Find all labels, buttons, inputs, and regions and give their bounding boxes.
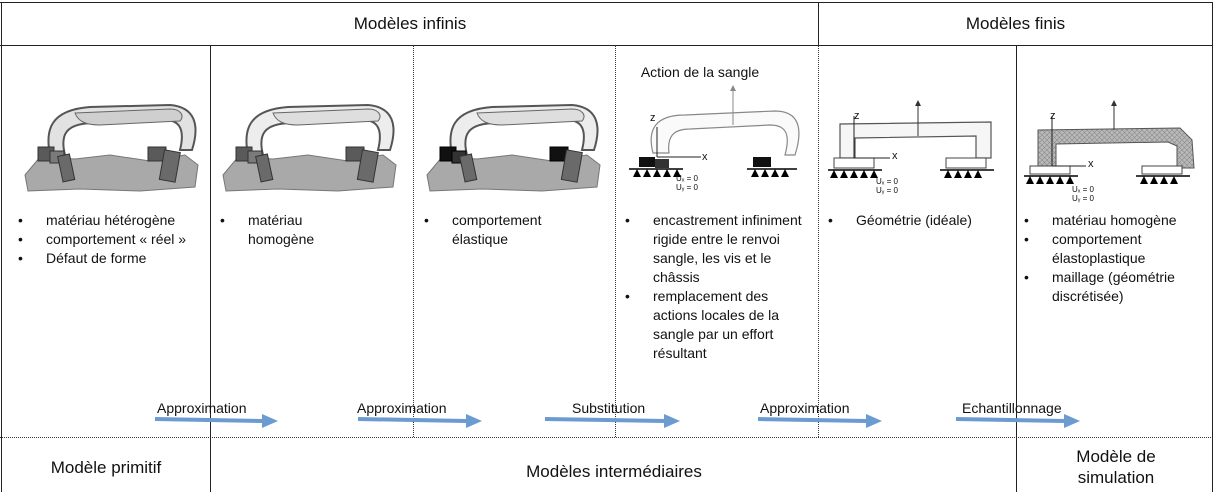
right-border (1212, 2, 1213, 492)
arrow-5-head (1064, 414, 1080, 428)
part-illustration-rigid (629, 85, 800, 177)
bullets-real: matériau hétérogène comportement « réel … (14, 211, 194, 268)
bullets-geometry: Géométrie (idéale) (824, 211, 1012, 230)
part-illustration-geometry (828, 100, 994, 178)
bullets-rigid: encastrement infiniment rigide entre le … (621, 211, 813, 363)
bullet-item: maillage (géométrie discrétisée) (1020, 268, 1208, 306)
arrow-1 (154, 417, 263, 423)
footer-divider (0, 437, 1213, 438)
bullets-elastic: comportement élastique (420, 211, 590, 249)
bullet-item: Défaut de forme (14, 249, 194, 268)
arrow-5 (955, 417, 1065, 423)
constraint-label-6b: Uᵧ = 0 (1072, 194, 1094, 203)
header-infinite-models: Modèles infinis (353, 14, 467, 33)
axis-z-label-6: z (1050, 110, 1056, 122)
arrow-1-head (262, 414, 278, 428)
header-separator (818, 2, 819, 45)
arrow-label-1: Approximation (157, 400, 247, 416)
axis-z-label-5: z (854, 110, 860, 122)
arrow-3-head (664, 414, 680, 428)
header-divider (0, 45, 1213, 46)
arrow-4-head (866, 414, 882, 428)
constraint-label-5b: Uᵧ = 0 (876, 186, 898, 195)
bullet-item: comportement « réel » (14, 230, 194, 249)
bullets-homogeneous: matériau homogène (216, 211, 366, 249)
header-finite-models: Modèles finis (965, 14, 1066, 33)
top-border (0, 2, 1213, 3)
arrow-label-3: Substitution (572, 400, 646, 416)
bullets-mesh: matériau homogène comportement élastopla… (1020, 211, 1208, 306)
part-illustration-elastic (426, 103, 601, 192)
axis-z-label-4: z (650, 112, 656, 124)
axis-x-label-5: x (892, 150, 898, 162)
arrow-label-5: Echantillonnage (962, 400, 1062, 416)
footer-simulation-model: Modèle de simulation (1076, 447, 1156, 487)
constraint-label-5a: Uₓ = 0 (876, 177, 898, 186)
separator-4 (818, 45, 819, 437)
axis-x-label-4: x (702, 151, 708, 163)
bullet-item: matériau homogène (216, 211, 366, 249)
separator-1 (210, 45, 211, 492)
arrow-3 (544, 417, 665, 423)
part-illustration-homogeneous (222, 103, 397, 192)
arrow-2-head (466, 414, 482, 428)
arrow-4 (757, 417, 867, 423)
part-illustration-real (24, 103, 199, 192)
footer-primitive-model: Modèle primitif (50, 458, 162, 477)
footer-intermediate-models: Modèles intermédiaires (526, 462, 702, 481)
bullet-item: matériau hétérogène (14, 211, 194, 230)
bullet-item: matériau homogène (1020, 211, 1208, 230)
bullet-item: encastrement infiniment rigide entre le … (621, 211, 813, 287)
arrow-2 (357, 417, 467, 423)
left-border (1, 2, 2, 492)
axis-x-label-6: x (1088, 158, 1094, 170)
bullet-item: comportement élastoplastique (1020, 230, 1208, 268)
constraint-label-6a: Uₓ = 0 (1072, 185, 1094, 194)
constraint-label-4b: Uᵧ = 0 (676, 183, 698, 192)
constraint-label-4a: Uₓ = 0 (676, 174, 698, 183)
separator-3 (615, 45, 616, 437)
separator-5 (1016, 45, 1017, 492)
bullet-item: comportement élastique (420, 211, 590, 249)
bullet-item: Géométrie (idéale) (824, 211, 1012, 230)
separator-2 (413, 45, 414, 437)
strap-action-annotation: Action de la sangle (640, 64, 760, 80)
part-illustration-mesh (1024, 100, 1195, 184)
bullet-item: remplacement des actions locales de la s… (621, 287, 813, 363)
arrow-label-2: Approximation (357, 400, 447, 416)
arrow-label-4: Approximation (760, 400, 850, 416)
